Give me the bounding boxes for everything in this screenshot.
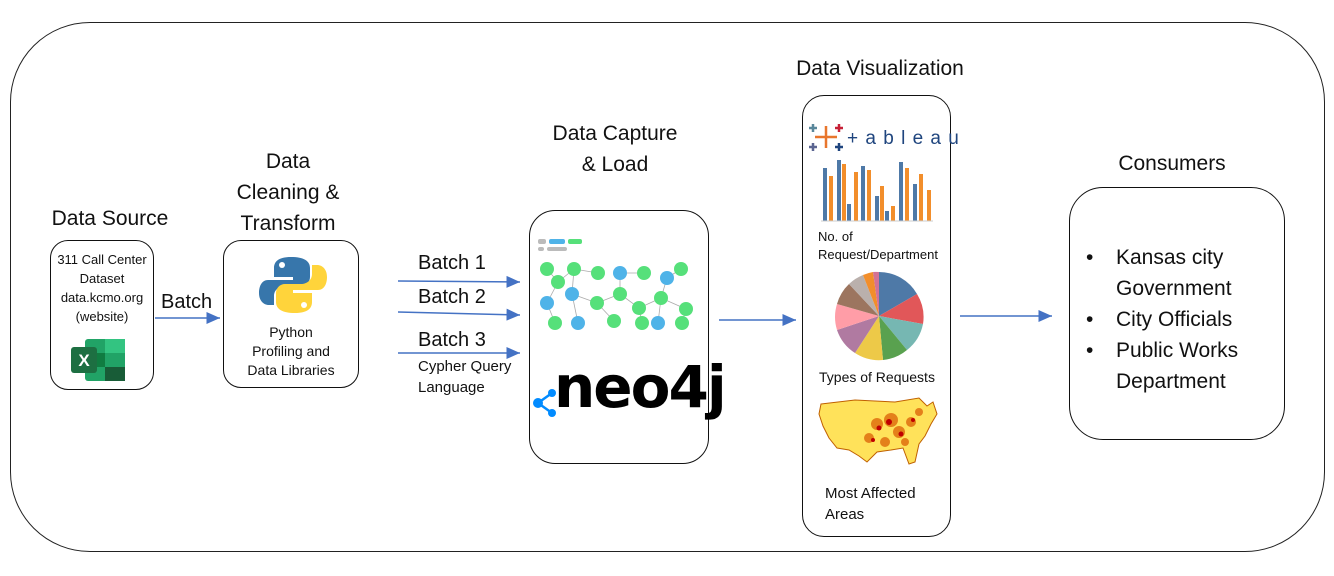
arrow-batch-1 [397,275,521,288]
graph-network-icon [538,239,693,330]
cleaning-heading-line-2: Cleaning & [236,181,340,204]
data-source-heading: Data Source [51,207,169,230]
viz-item-1-line-1: No. of [818,229,853,244]
cleaning-box: Python Profiling and Data Libraries [223,240,359,388]
cleaning-heading-line-1: Data [265,150,311,173]
consumers-box: Kansas city Government City Officials Pu… [1069,187,1285,440]
consumer-3-line-1: Public Works [1116,339,1239,362]
neo4j-logo: neo4j [554,353,727,421]
consumer-2-line-1: City Officials [1116,308,1233,331]
cypher-line-1: Cypher Query [418,358,512,375]
viz-item-1-line-2: Request/Department [818,247,938,262]
visualization-heading: Data Visualization [796,57,964,80]
source-line-3: data.kcmo.org [60,290,144,305]
cleaning-line-3: Data Libraries [247,362,335,378]
viz-item-3-line-2: Areas [825,506,865,523]
cleaning-heading-line-3: Transform [240,212,336,235]
consumer-1-line-1: Kansas city [1116,246,1224,269]
tableau-icon [809,124,843,151]
outer-frame [10,22,1325,552]
consumer-item: Public Works Department [1084,335,1238,397]
arrow-batch-2 [397,308,521,321]
excel-icon: X [71,339,125,381]
data-source-box: 311 Call Center Dataset data.kcmo.org (w… [50,240,154,390]
viz-item-3-line-1: Most Affected [825,485,916,502]
cypher-line-2: Language [418,379,485,396]
source-line-4: (website) [75,309,129,324]
consumer-item: Kansas city Government [1084,242,1238,304]
source-line-2: Dataset [79,271,125,286]
consumer-item: City Officials [1084,304,1238,335]
consumer-1-line-2: Government [1116,277,1232,300]
neo4j-connector-icon [533,389,556,417]
capture-heading-line-1: Data Capture [552,122,678,145]
svg-text:X: X [78,351,90,370]
consumer-3-line-2: Department [1116,370,1226,393]
consumers-heading: Consumers [1118,152,1226,175]
bar-chart-icon [821,160,933,222]
cleaning-line-1: Python [269,324,313,340]
capture-box: neo4j [529,210,727,464]
pie-chart-icon [835,271,924,361]
batch-3-label: Batch 3 [418,329,486,351]
cleaning-line-2: Profiling and [252,343,330,359]
visualization-box: + a b l e a u No. of Request/Department [802,95,959,537]
batch-1-label: Batch 1 [418,252,486,274]
batch-label: Batch [161,291,213,313]
viz-item-2-line-1: Types of Requests [819,369,935,385]
heat-map-icon [818,397,938,465]
source-line-1: 311 Call Center [57,252,147,267]
batch-2-label: Batch 2 [418,286,486,308]
tableau-logo: + a b l e a u [847,128,960,149]
capture-heading-line-2: & Load [581,153,649,176]
python-icon [259,257,327,313]
